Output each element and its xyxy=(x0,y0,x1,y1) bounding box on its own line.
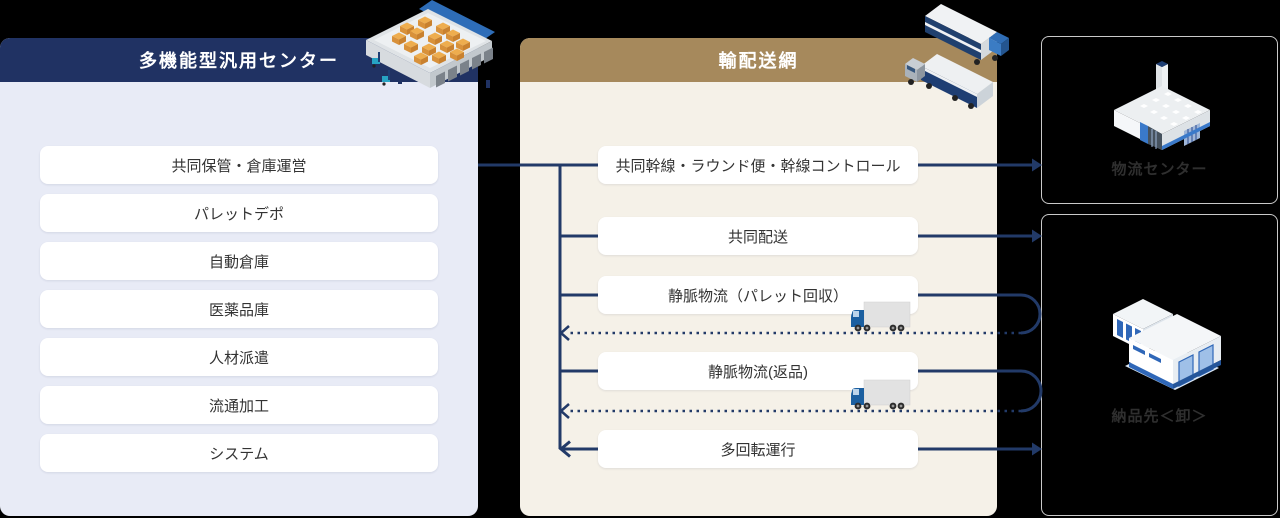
delivery-destination-label: 納品先＜卸＞ xyxy=(1111,408,1208,425)
delivery-destination-box: 納品先＜卸＞ xyxy=(1041,214,1278,516)
logistics-center-label: 物流センター xyxy=(1111,161,1208,178)
service-item-system: システム xyxy=(40,434,438,472)
panel-title: 多機能型汎用センター xyxy=(139,51,339,71)
service-item-pharma-storage: 医薬品庫 xyxy=(40,290,438,328)
transport-item-trunk-lines: 共同幹線・ラウンド便・幹線コントロール xyxy=(598,146,918,184)
transport-item-joint-delivery: 共同配送 xyxy=(598,217,918,255)
transport-item-multi-rotation: 多回転運行 xyxy=(598,430,918,468)
service-item-distribution-processing: 流通加工 xyxy=(40,386,438,424)
panel-title: 輸配送網 xyxy=(718,51,799,71)
transport-network-panel: 輸配送網 共同幹線・ラウンド便・幹線コントロール 共同配送 静脈物流（パレット回… xyxy=(520,38,997,516)
multifunction-center-panel: 多機能型汎用センター 共同保管・倉庫運営 パレットデポ 自動倉庫 医薬品庫 人材… xyxy=(0,38,478,516)
logistics-center-box: 物流センター xyxy=(1041,36,1278,204)
service-item-joint-storage: 共同保管・倉庫運営 xyxy=(40,146,438,184)
service-item-staffing: 人材派遣 xyxy=(40,338,438,376)
transport-item-returns: 静脈物流(返品) xyxy=(598,352,918,390)
multifunction-center-header: 多機能型汎用センター xyxy=(0,38,478,82)
transport-item-pallet-recovery: 静脈物流（パレット回収） xyxy=(598,276,918,314)
service-item-pallet-depot: パレットデポ xyxy=(40,194,438,232)
transport-network-header: 輸配送網 xyxy=(520,38,997,82)
service-item-automated-warehouse: 自動倉庫 xyxy=(40,242,438,280)
